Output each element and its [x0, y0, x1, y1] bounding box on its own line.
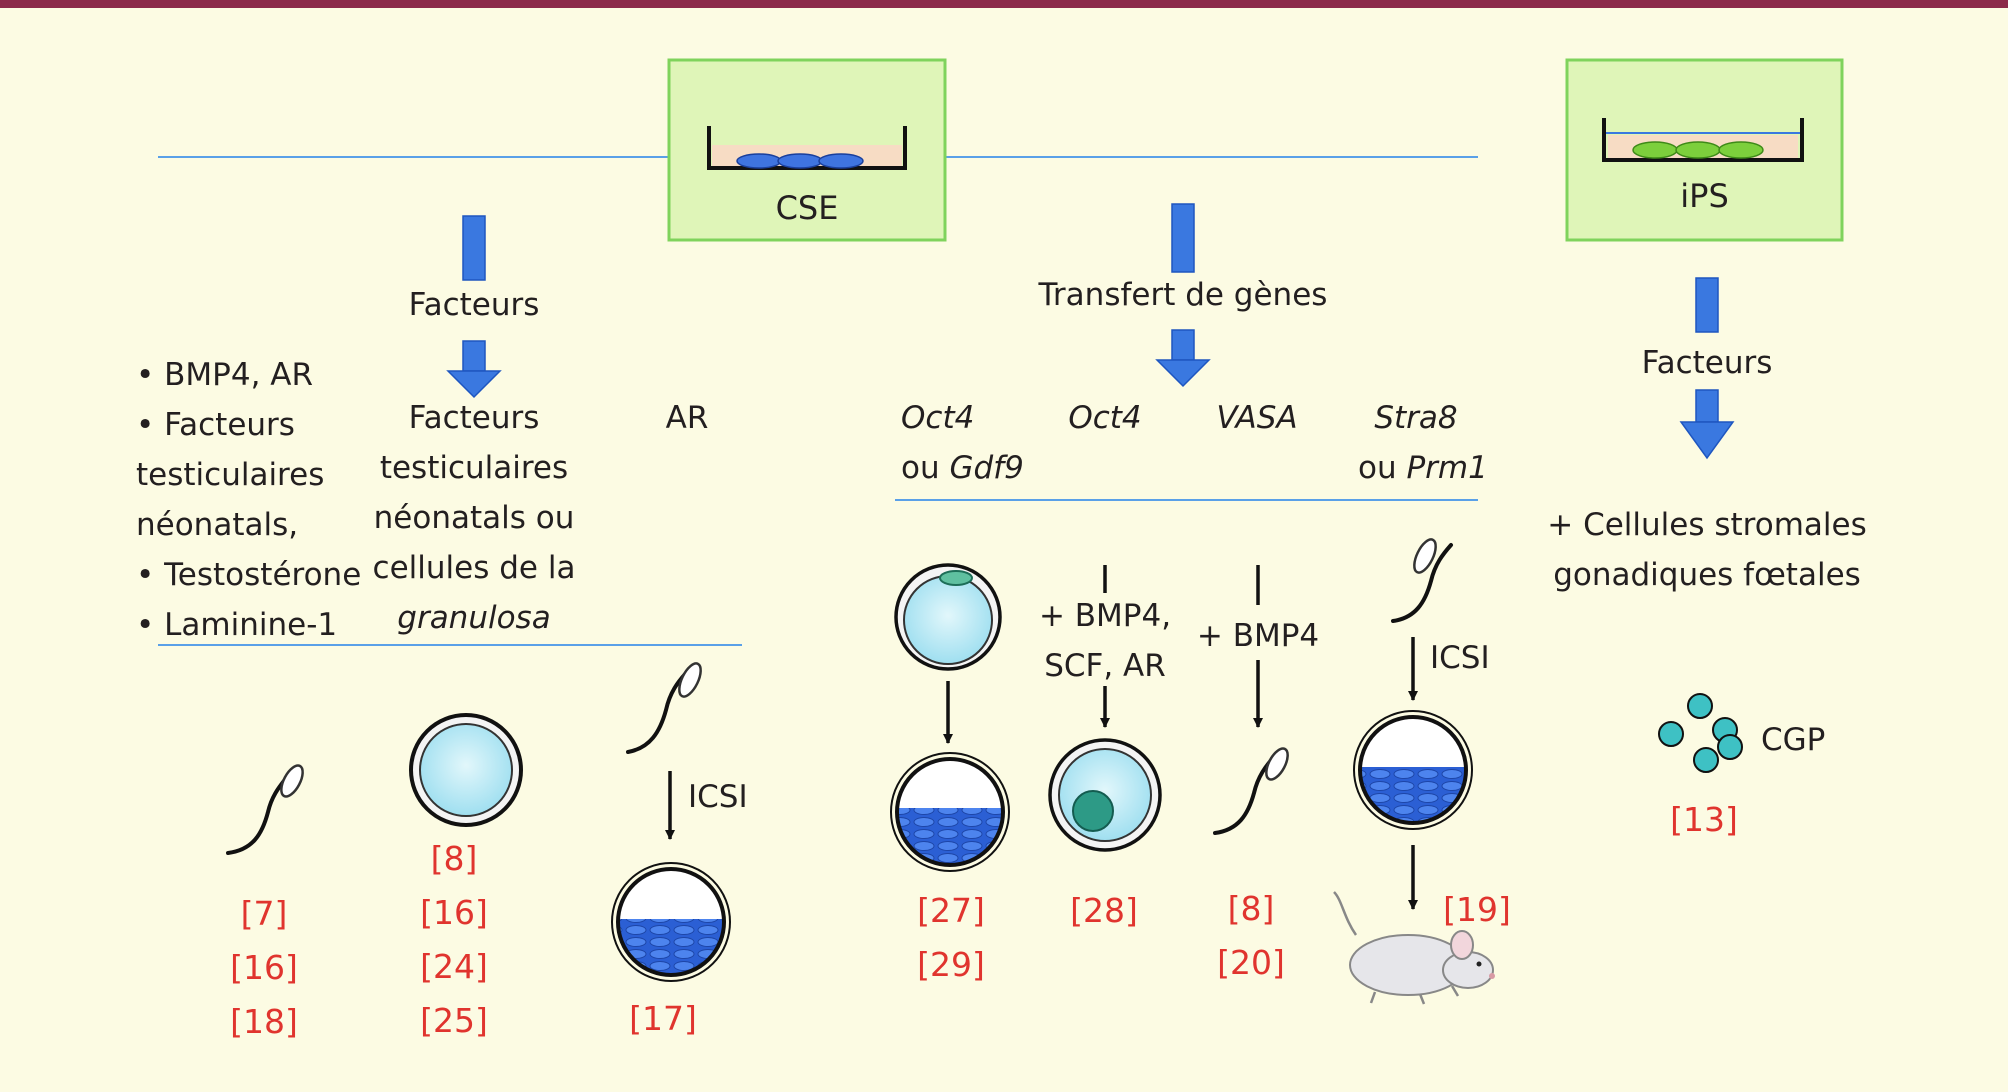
ips-culture-dish-icon: [1602, 118, 1804, 162]
bullet-text: • BMP4, AR: [136, 357, 314, 393]
right-condition-text: + Cellules stromales: [1547, 507, 1867, 543]
middle-arrow-label: Transfert de gènes: [1038, 277, 1328, 313]
ips-label: iPS: [1680, 177, 1729, 215]
col2-text: granulosa: [397, 600, 551, 636]
bullet-text: néonatals,: [136, 507, 299, 543]
gene-label: VASA: [1216, 400, 1298, 436]
arrow-left-bottom: [446, 340, 502, 399]
col2-text: cellules de la: [372, 550, 576, 586]
reference: [24]: [420, 947, 488, 986]
right-condition-text: gonadiques fœtales: [1553, 557, 1861, 593]
reference: [25]: [420, 1001, 488, 1040]
reference: [27]: [917, 891, 985, 930]
gene-label: ou Prm1: [1358, 450, 1488, 486]
reference: [20]: [1217, 943, 1285, 982]
oocyte-germ-cell-icon-middle-c2: [1048, 738, 1162, 852]
bullet-text: • Testostérone: [136, 557, 362, 593]
reference: [17]: [629, 999, 697, 1038]
blastocyst-icon-middle-c1: [890, 752, 1010, 872]
top-border: [0, 0, 2008, 8]
icsi-label-middle: ICSI: [1430, 640, 1490, 676]
germ-cell-cluster-icon: [1658, 693, 1743, 773]
oocyte-icon-middle-c1: [894, 563, 1002, 671]
bullet-text: testiculaires: [136, 457, 325, 493]
gene-label: ou Gdf9: [901, 450, 1024, 486]
gene-label: Stra8: [1374, 400, 1458, 436]
bullet-text: • Facteurs: [136, 407, 295, 443]
icsi-label-left: ICSI: [688, 779, 748, 815]
sperm-icon-middle-c4: [1391, 538, 1453, 623]
col2-text: néonatals ou: [373, 500, 575, 536]
sperm-icon-middle-c3: [1213, 747, 1289, 835]
gene-label: Oct4: [901, 400, 975, 436]
reference: [16]: [420, 893, 488, 932]
arrow-right-bottom: [1679, 389, 1735, 460]
arrow-right-top: [1695, 277, 1719, 333]
col2-text: Facteurs: [408, 400, 540, 436]
sperm-icon-left-col3: [626, 662, 702, 754]
reference: [8]: [430, 839, 478, 878]
reference: [16]: [230, 948, 298, 987]
reference: [13]: [1670, 800, 1738, 839]
reference: [18]: [230, 1002, 298, 1041]
cgp-label: CGP: [1761, 722, 1826, 758]
reference: [8]: [1227, 889, 1275, 928]
mouse-icon: [1333, 891, 1495, 1005]
sperm-icon-left-col1: [226, 764, 304, 855]
left-arrow-label: Facteurs: [408, 287, 540, 323]
cse-label: CSE: [775, 189, 839, 227]
reference: [28]: [1070, 891, 1138, 930]
condition-text: SCF, AR: [1044, 648, 1166, 684]
col2-text: testiculaires: [379, 450, 569, 486]
cse-culture-dish-icon: [707, 126, 907, 170]
blastocyst-icon-middle-c4: [1353, 710, 1473, 830]
arrow-middle-bottom: [1155, 329, 1211, 388]
arrow-middle-top: [1171, 203, 1195, 273]
reference: [19]: [1443, 890, 1511, 929]
gene-label: Oct4: [1068, 400, 1142, 436]
right-arrow-label: Facteurs: [1641, 345, 1773, 381]
bullet-text: • Laminine-1: [136, 607, 338, 643]
reference: [29]: [917, 945, 985, 984]
oocyte-icon-left-col2: [409, 713, 523, 827]
condition-text: + BMP4,: [1038, 598, 1172, 634]
blastocyst-icon-left: [611, 862, 731, 982]
reference: [7]: [240, 894, 288, 933]
col3-text: AR: [665, 400, 709, 436]
condition-text: + BMP4: [1196, 618, 1320, 654]
arrow-left-top: [462, 215, 486, 281]
